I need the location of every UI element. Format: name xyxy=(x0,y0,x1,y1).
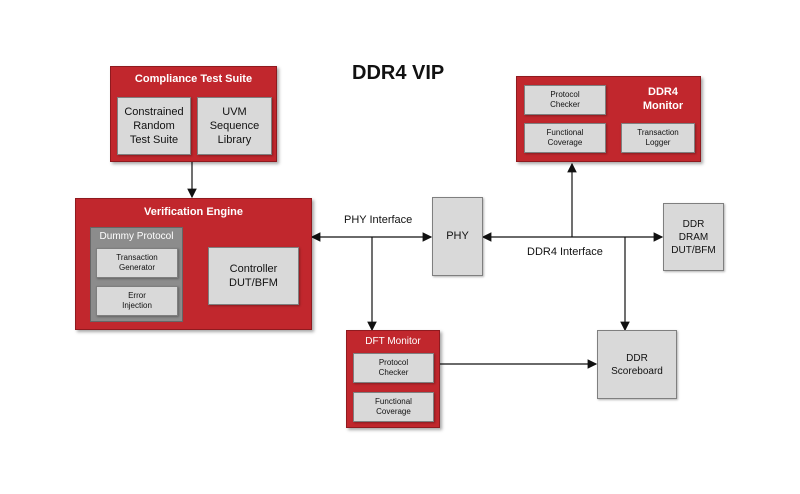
compliance-test-suite: Compliance Test Suite Constrained Random… xyxy=(110,66,277,162)
verification-engine-title: Verification Engine xyxy=(143,206,244,218)
monitor-transaction-logger: Transaction Logger xyxy=(621,123,695,153)
phy-block: PHY xyxy=(432,197,483,276)
dummy-protocol: Dummy Protocol Transaction Generator Err… xyxy=(90,227,183,322)
dft-monitor: DFT Monitor Protocol Checker Functional … xyxy=(346,330,440,428)
compliance-title: Compliance Test Suite xyxy=(134,73,253,85)
transaction-generator: Transaction Generator xyxy=(96,248,178,278)
ddr4-monitor: DDR4 Monitor Protocol Checker Functional… xyxy=(516,76,701,162)
monitor-functional-coverage: Functional Coverage xyxy=(524,123,606,153)
dft-functional-coverage: Functional Coverage xyxy=(353,392,434,422)
error-injection: Error Injection xyxy=(96,286,178,316)
ddr4-interface-label: DDR4 Interface xyxy=(527,246,603,258)
ddr-dram-dut-bfm: DDR DRAM DUT/BFM xyxy=(663,203,724,271)
uvm-sequence-library: UVM Sequence Library xyxy=(197,97,272,155)
dummy-protocol-label: Dummy Protocol xyxy=(99,231,174,242)
verification-engine: Verification Engine Dummy Protocol Trans… xyxy=(75,198,312,330)
dft-monitor-title: DFT Monitor xyxy=(365,336,421,347)
phy-interface-label: PHY Interface xyxy=(344,214,413,226)
diagram-title: DDR4 VIP xyxy=(352,62,445,84)
dft-protocol-checker: Protocol Checker xyxy=(353,353,434,383)
monitor-protocol-checker: Protocol Checker xyxy=(524,85,606,115)
ddr-scoreboard: DDR Scoreboard xyxy=(597,330,677,399)
constrained-random-test-suite: Constrained Random Test Suite xyxy=(117,97,191,155)
controller-dut-bfm: Controller DUT/BFM xyxy=(208,247,299,305)
ddr4-monitor-title: DDR4 Monitor xyxy=(642,86,684,113)
